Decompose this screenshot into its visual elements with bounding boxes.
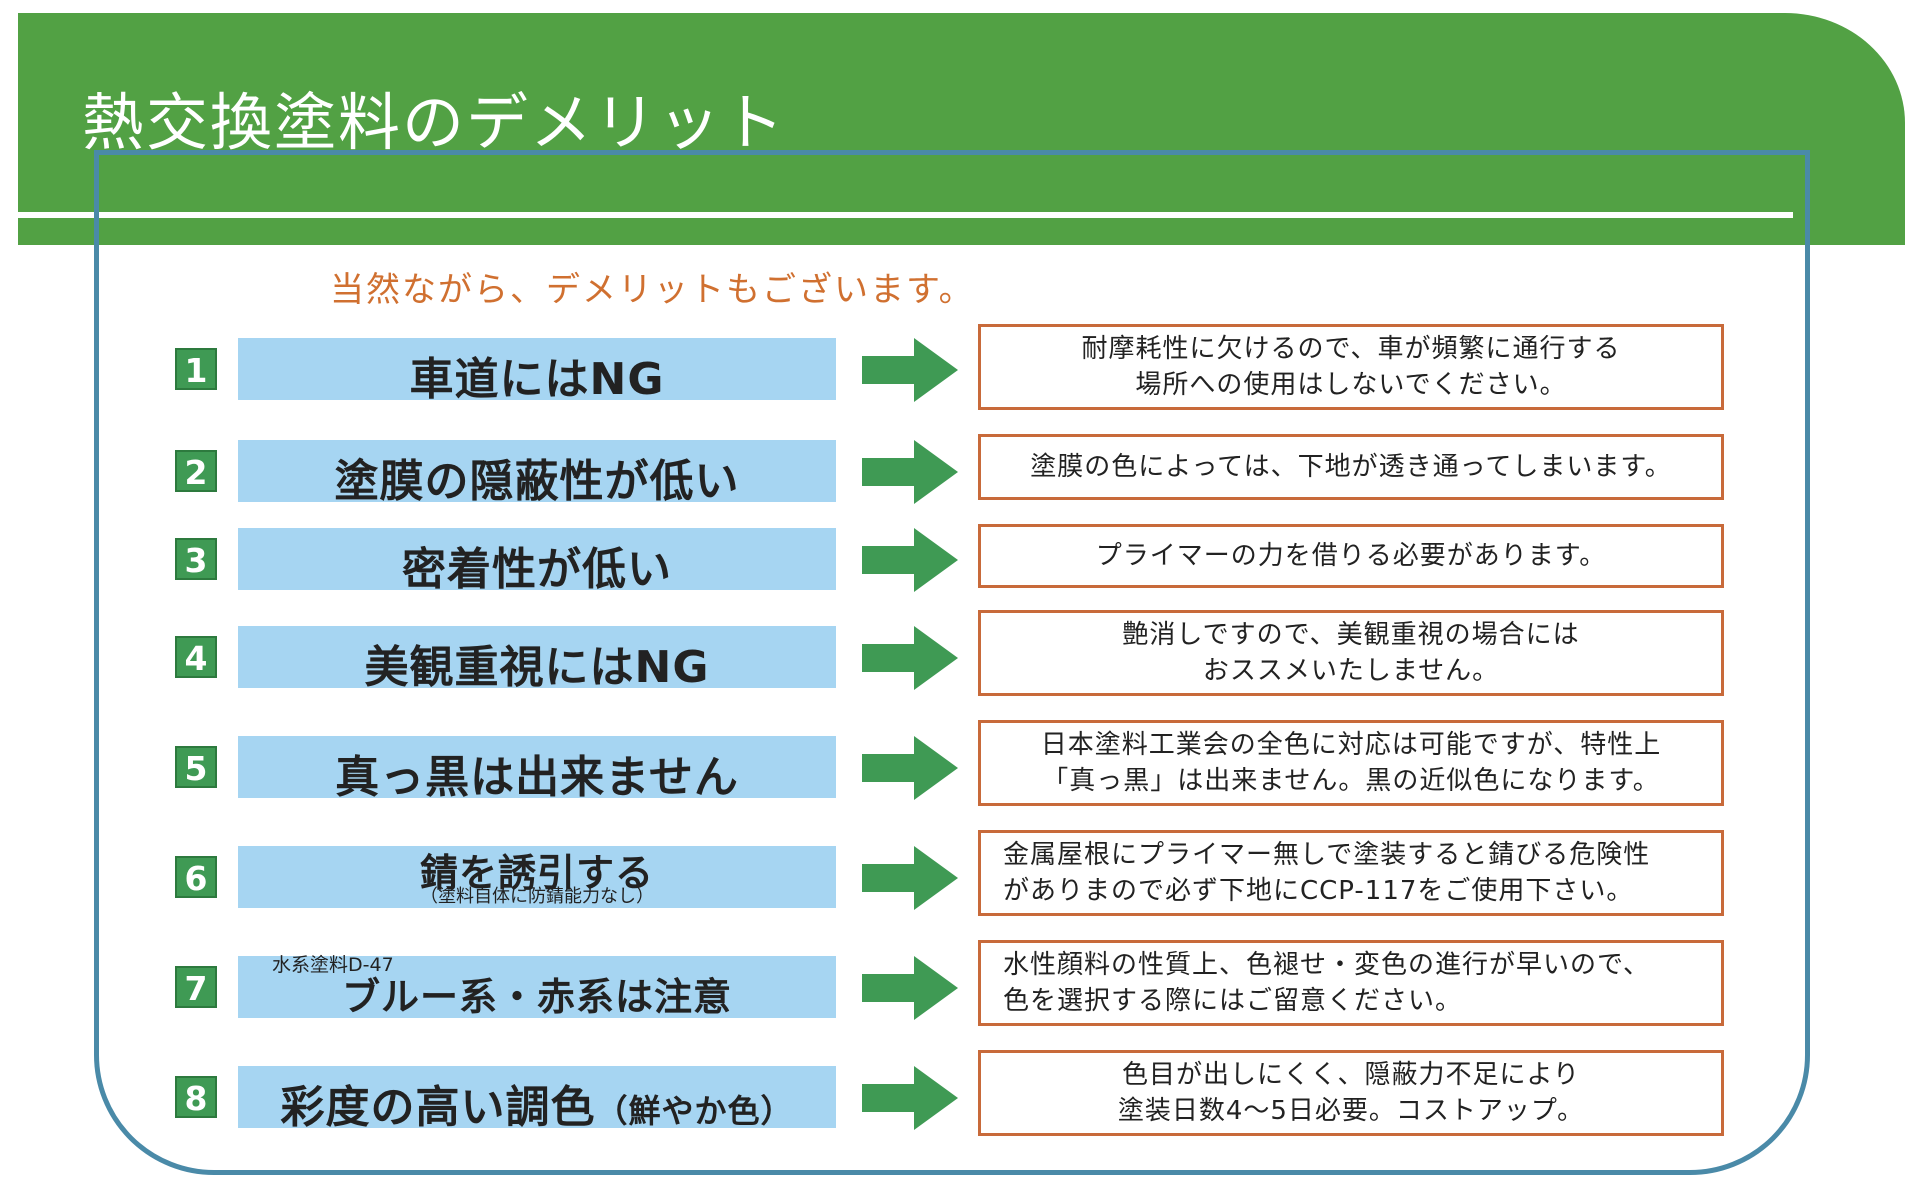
item-description-line: おススメいたしません。 bbox=[1202, 656, 1500, 686]
item-label-bar: 密着性が低い bbox=[238, 528, 836, 595]
item-description-line: プライマーの力を借りる必要があります。 bbox=[1095, 541, 1607, 571]
item-description-line: 金属屋根にプライマー無しで塗装すると錆びる危険性 bbox=[1003, 840, 1651, 870]
header-divider bbox=[18, 212, 1793, 218]
item-description-box: 水性顔料の性質上、色褪せ・変色の進行が早いので、 色を選択する際にはご留意くださ… bbox=[978, 940, 1724, 1026]
arrow-right-icon bbox=[862, 956, 958, 1020]
item-number-badge: 5 bbox=[175, 746, 217, 788]
item-label-note: （塗料自体に防錆能力なし） bbox=[420, 886, 654, 907]
item-label: 塗膜の隠蔽性が低い bbox=[334, 456, 740, 507]
item-label-bar: 水系塗料D-47 ブルー系・赤系は注意 bbox=[238, 954, 836, 1019]
item-description-line: 水性顔料の性質上、色褪せ・変色の進行が早いので、 bbox=[1003, 950, 1650, 980]
arrow-right-icon bbox=[862, 440, 958, 504]
item-description-line: 日本塗料工業会の全色に対応は可能ですが、特性上 bbox=[1040, 730, 1662, 760]
item-description-line: 「真っ黒」は出来ません。黒の近似色になります。 bbox=[1042, 766, 1660, 796]
item-label-bar: 塗膜の隠蔽性が低い bbox=[238, 440, 836, 507]
item-number-badge: 4 bbox=[175, 636, 217, 678]
item-label: 美観重視にはNG bbox=[364, 642, 710, 693]
item-description-box: 日本塗料工業会の全色に対応は可能ですが、特性上 「真っ黒」は出来ません。黒の近似… bbox=[978, 720, 1724, 806]
arrow-right-icon bbox=[862, 736, 958, 800]
item-label: 車道にはNG bbox=[409, 354, 665, 405]
item-label: 錆を誘引する bbox=[419, 851, 654, 895]
arrow-right-icon bbox=[862, 846, 958, 910]
item-description-box: 艶消しですので、美観重視の場合には おススメいたしません。 bbox=[978, 610, 1724, 696]
item-label-bar: 美観重視にはNG bbox=[238, 626, 836, 693]
item-description-line: 艶消しですので、美観重視の場合には bbox=[1122, 620, 1580, 650]
item-label-bar: 真っ黒は出来ません bbox=[238, 736, 836, 803]
item-number-badge: 1 bbox=[175, 348, 217, 390]
item-number-badge: 8 bbox=[175, 1076, 217, 1118]
item-description-line: 場所への使用はしないでください。 bbox=[1135, 370, 1567, 400]
item-description-line: 色目が出しにくく、隠蔽力不足により bbox=[1122, 1060, 1580, 1090]
item-description-box: プライマーの力を借りる必要があります。 bbox=[978, 524, 1724, 588]
item-description-box: 塗膜の色によっては、下地が透き通ってしまいます。 bbox=[978, 434, 1724, 500]
arrow-right-icon bbox=[862, 528, 958, 592]
page-title: 熱交換塗料のデメリット bbox=[82, 86, 787, 159]
item-description-box: 色目が出しにくく、隠蔽力不足により 塗装日数4〜5日必要。コストアップ。 bbox=[978, 1050, 1724, 1136]
item-label: 密着性が低い bbox=[402, 544, 672, 595]
arrow-right-icon bbox=[862, 338, 958, 402]
subtitle: 当然ながら、デメリットもございます。 bbox=[330, 270, 975, 310]
header-band bbox=[18, 13, 1905, 245]
item-number-badge: 2 bbox=[175, 450, 217, 492]
item-label: 真っ黒は出来ません bbox=[335, 752, 739, 803]
arrow-right-icon bbox=[862, 626, 958, 690]
item-label-bar: 彩度の高い調色（鮮やか色） bbox=[238, 1066, 836, 1133]
item-description-line: がありまので必ず下地にCCP-117をご使用下さい。 bbox=[1003, 876, 1634, 906]
item-label-group: 彩度の高い調色（鮮やか色） bbox=[238, 1071, 836, 1135]
item-number-badge: 6 bbox=[175, 856, 217, 898]
item-description-line: 耐摩耗性に欠けるので、車が頻繁に通行する bbox=[1081, 334, 1621, 364]
item-label: 彩度の高い調色 bbox=[280, 1082, 596, 1133]
arrow-right-icon bbox=[862, 1066, 958, 1130]
item-description-line: 塗膜の色によっては、下地が透き通ってしまいます。 bbox=[1030, 452, 1672, 482]
item-label-bar: 錆を誘引する （塗料自体に防錆能力なし） bbox=[238, 846, 836, 908]
item-label-suffix: （鮮やか色） bbox=[595, 1092, 794, 1130]
item-label: ブルー系・赤系は注意 bbox=[341, 975, 732, 1019]
item-description-box: 金属屋根にプライマー無しで塗装すると錆びる危険性 がありまので必ず下地にCCP-… bbox=[978, 830, 1724, 916]
item-number-badge: 3 bbox=[175, 538, 217, 580]
content-frame bbox=[94, 150, 1810, 1175]
item-description-box: 耐摩耗性に欠けるので、車が頻繁に通行する 場所への使用はしないでください。 bbox=[978, 324, 1724, 410]
item-label-bar: 車道にはNG bbox=[238, 338, 836, 405]
item-description-line: 色を選択する際にはご留意ください。 bbox=[1003, 986, 1463, 1016]
item-number-badge: 7 bbox=[175, 966, 217, 1008]
item-description-line: 塗装日数4〜5日必要。コストアップ。 bbox=[1117, 1096, 1585, 1126]
item-label-prefix: 水系塗料D-47 bbox=[272, 954, 394, 976]
